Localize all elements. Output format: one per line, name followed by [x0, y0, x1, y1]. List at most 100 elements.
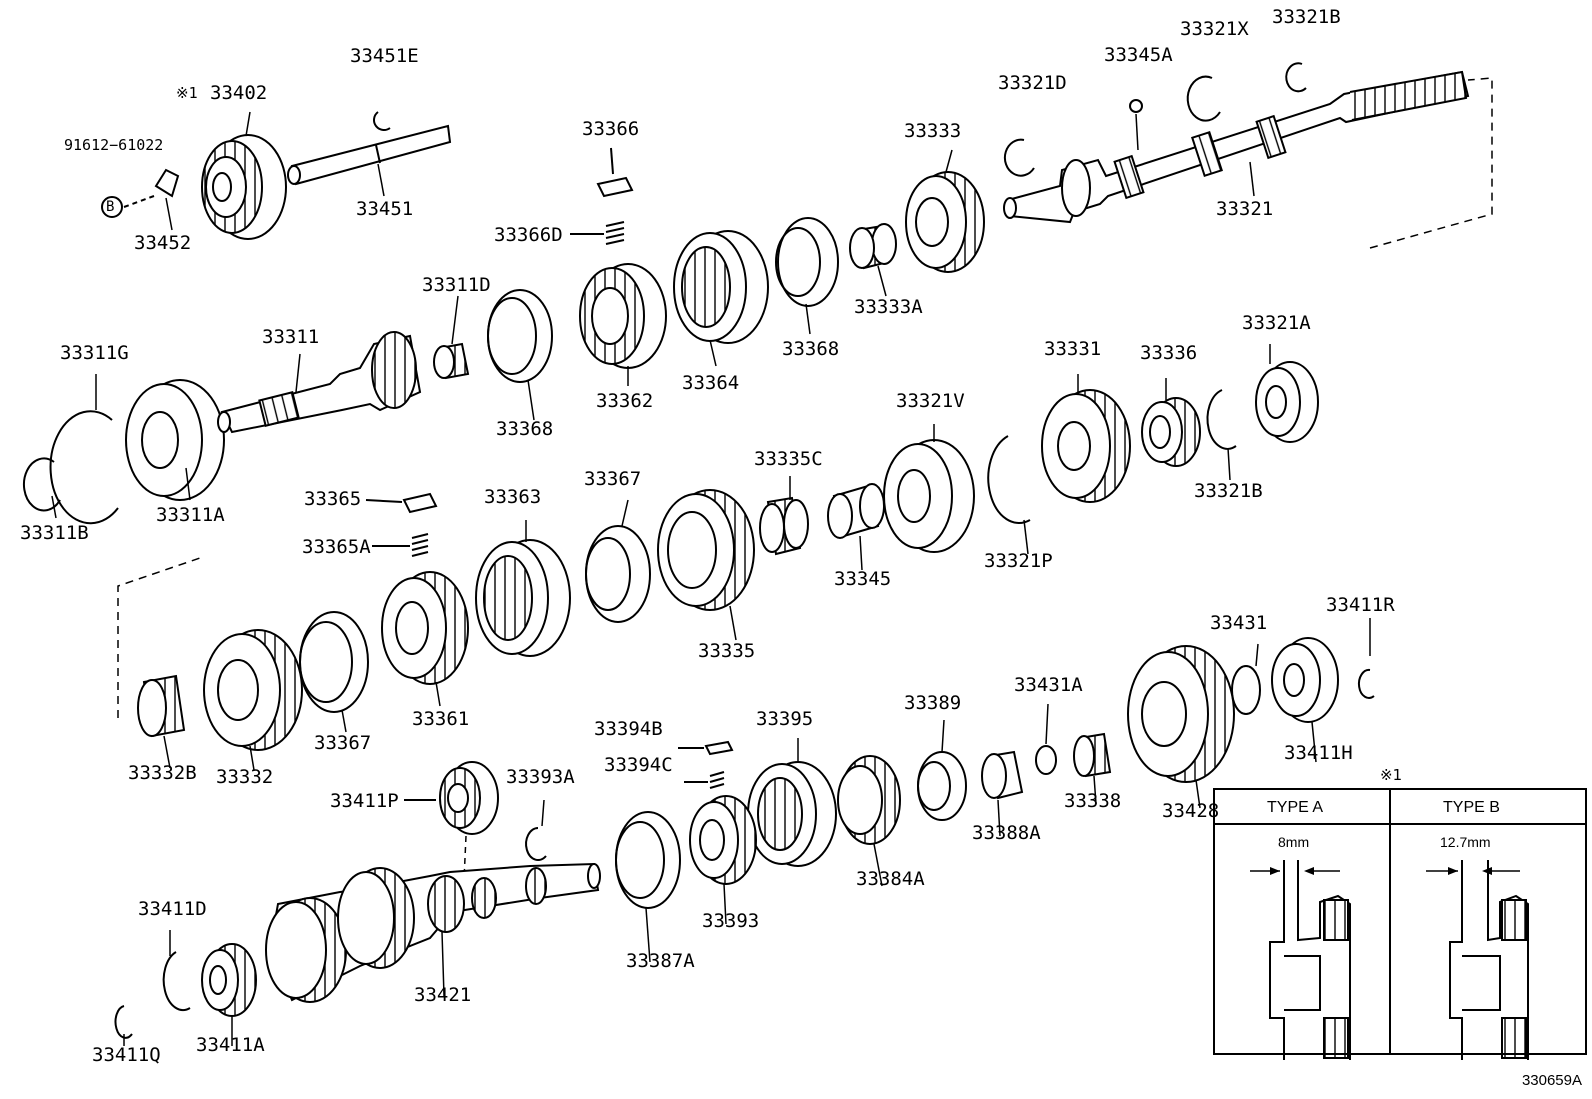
- needle-bearing-33338: [1073, 732, 1112, 778]
- label-33321B-mid: 33321B: [1194, 480, 1263, 502]
- hub-33362: [579, 263, 667, 369]
- label-33393A: 33393A: [506, 766, 575, 788]
- label-33389: 33389: [904, 692, 962, 714]
- label-33311A: 33311A: [156, 504, 225, 526]
- spring-33394C: [709, 771, 725, 789]
- snap-ring-33321P: [987, 435, 1031, 524]
- bushing-33388A: [981, 750, 1024, 800]
- label-33428: 33428: [1162, 800, 1220, 822]
- snap-ring-33411Q: [114, 1005, 133, 1039]
- washer-33431A: [1035, 745, 1057, 775]
- hub-33389: [917, 751, 967, 821]
- snap-ring-33321X: [1186, 75, 1221, 122]
- bearing-33411H: [1271, 637, 1339, 723]
- label-33311B: 33311B: [20, 522, 89, 544]
- label-33321: 33321: [1216, 198, 1274, 220]
- needle-bearing-33333A: [849, 223, 897, 270]
- sleeve-33363: [475, 539, 571, 657]
- label-33367-bottom: 33367: [314, 732, 372, 754]
- label-33387A: 33387A: [626, 950, 695, 972]
- snap-ring-33321D: [1003, 138, 1035, 177]
- counter-gear-33421: [265, 862, 601, 1003]
- label-33368-top: 33368: [782, 338, 840, 360]
- label-33368-mid: 33368: [496, 418, 554, 440]
- hub-33393: [689, 795, 757, 885]
- snap-ring-33321B-mid: [1206, 389, 1237, 450]
- label-33393: 33393: [702, 910, 760, 932]
- bearing-33336: [1141, 397, 1201, 467]
- idler-shaft-33451: [287, 124, 452, 186]
- bearing-33411P: [439, 761, 499, 835]
- bearing-33321V: [883, 439, 975, 553]
- label-33321P: 33321P: [984, 550, 1053, 572]
- drawing-code: 330659A: [1521, 1072, 1582, 1089]
- snap-ring-33411D: [162, 951, 191, 1011]
- label-33333A: 33333A: [854, 296, 923, 318]
- label-33321D: 33321D: [998, 72, 1067, 94]
- label-33411A: 33411A: [196, 1034, 265, 1056]
- type-a-label: TYPE A: [1267, 799, 1324, 816]
- label-33366D: 33366D: [494, 224, 563, 246]
- label-33431A: 33431A: [1014, 674, 1083, 696]
- input-shaft-33311: [217, 331, 422, 434]
- label-33335C: 33335C: [754, 448, 823, 470]
- dimension-a: 8mm: [1278, 834, 1310, 850]
- label-33384A: 33384A: [856, 868, 925, 890]
- gear-33332: [203, 629, 303, 751]
- snap-ring-33411R: [1357, 668, 1375, 699]
- label-91612-61022: 91612−61022: [64, 136, 164, 154]
- spring-33366D: [605, 221, 625, 245]
- label-33411P: 33411P: [330, 790, 399, 812]
- label-33362: 33362: [596, 390, 654, 412]
- label-33331: 33331: [1044, 338, 1102, 360]
- key-33394B: [704, 740, 734, 756]
- gear-33428: [1127, 645, 1235, 783]
- label-33332: 33332: [216, 766, 274, 788]
- snap-ring-33393A: [525, 827, 547, 861]
- synchro-ring-33387A: [615, 811, 681, 909]
- label-33394B: 33394B: [594, 718, 663, 740]
- label-33411Q: 33411Q: [92, 1044, 161, 1066]
- gear-33335: [657, 489, 755, 611]
- gear-33331: [1041, 389, 1131, 503]
- label-33321X: 33321X: [1180, 18, 1249, 40]
- label-33451E: 33451E: [350, 45, 419, 67]
- snap-ring-33311G: [49, 410, 119, 525]
- label-33311G: 33311G: [60, 342, 129, 364]
- label-33361: 33361: [412, 708, 470, 730]
- label-33332B: 33332B: [128, 762, 197, 784]
- label-33411H: 33411H: [1284, 742, 1353, 764]
- label-33365A: 33365A: [302, 536, 371, 558]
- synchro-ring-33368-top: [775, 217, 839, 307]
- label-33365: 33365: [304, 488, 362, 510]
- sleeve-33395: [747, 761, 837, 867]
- bearing-33321A: [1255, 361, 1319, 443]
- synchro-ring-33368-mid: [487, 289, 553, 383]
- lock-plate-33452: [154, 168, 180, 198]
- label-33336: 33336: [1140, 342, 1198, 364]
- clip-33451E: [373, 111, 391, 131]
- needle-bearing-33335C: [759, 496, 809, 556]
- label-33452: 33452: [134, 232, 192, 254]
- snap-ring-33321B-top: [1285, 62, 1307, 93]
- inset-section-drawings: [1250, 860, 1529, 1060]
- bearing-33311A: [125, 379, 225, 501]
- label-33431: 33431: [1210, 612, 1268, 634]
- label-33367-top: 33367: [584, 468, 642, 490]
- needle-bearing-33332B: [137, 674, 186, 738]
- synchro-ring-33367-top: [585, 525, 651, 623]
- label-33345: 33345: [834, 568, 892, 590]
- label-33451: 33451: [356, 198, 414, 220]
- reverse-idler-gear-33402: [201, 134, 287, 240]
- gear-33333: [905, 171, 985, 273]
- bushing-33345: [827, 483, 885, 539]
- label-33363: 33363: [484, 486, 542, 508]
- snap-ring-33311B: [22, 457, 61, 512]
- dimension-b: 12.7mm: [1440, 834, 1491, 850]
- label-33395: 33395: [756, 708, 814, 730]
- synchro-ring-33384A: [837, 755, 901, 845]
- label-33335: 33335: [698, 640, 756, 662]
- hub-33361: [381, 571, 469, 685]
- key-33366: [596, 176, 634, 198]
